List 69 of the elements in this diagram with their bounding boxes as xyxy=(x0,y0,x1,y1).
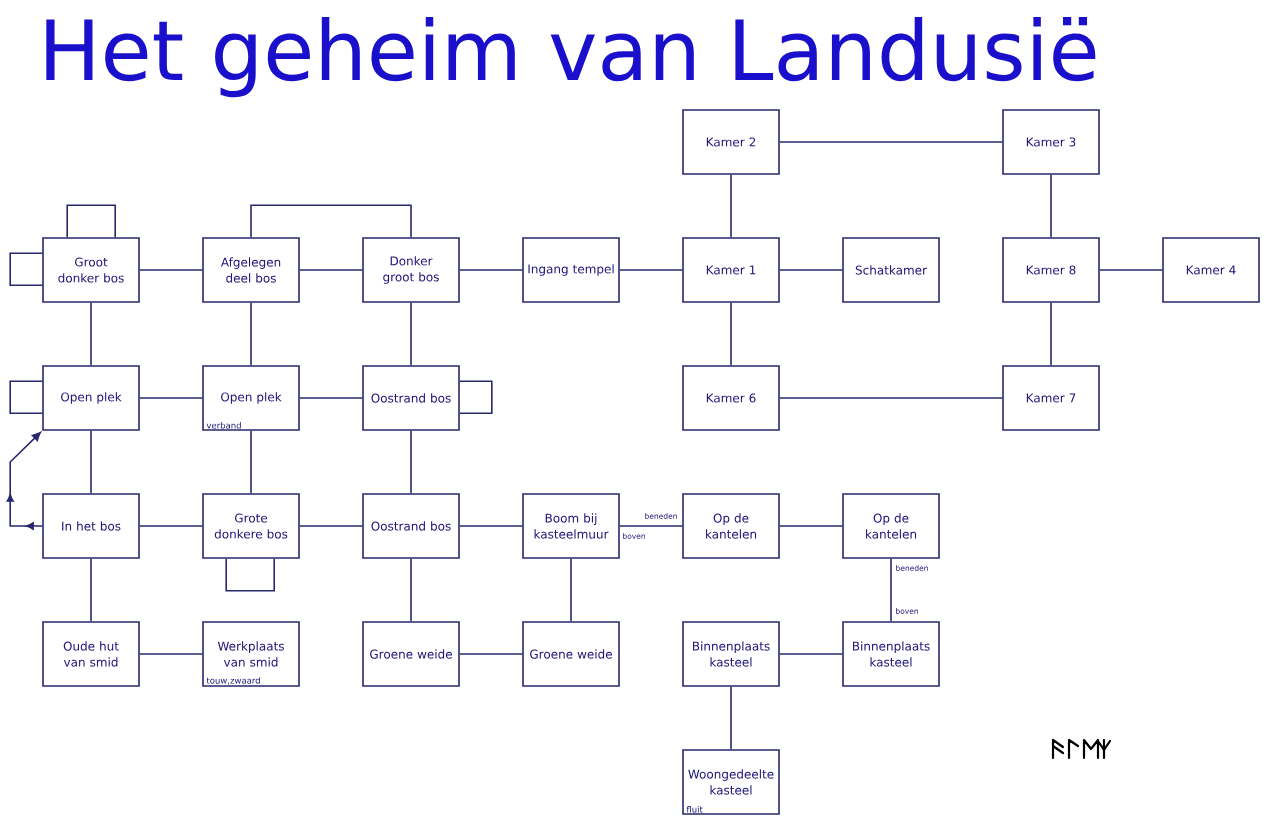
room-box: Groene weide xyxy=(362,621,460,687)
path-line xyxy=(139,653,203,655)
room-box: Oostrand bos xyxy=(362,493,460,559)
room-box: Donker groot bos xyxy=(362,237,460,303)
room-box: Kamer 4 xyxy=(1162,237,1260,303)
room-box: Kamer 3 xyxy=(1002,109,1100,175)
room-box: Kamer 7 xyxy=(1002,365,1100,431)
path-line xyxy=(410,558,412,622)
path-line xyxy=(779,525,843,527)
path-line xyxy=(410,302,412,366)
path-line xyxy=(139,269,203,271)
loop-line xyxy=(9,380,43,414)
loop-line xyxy=(225,558,275,592)
path-line xyxy=(459,653,523,655)
path-line xyxy=(459,269,523,271)
path-line xyxy=(779,269,843,271)
path-line xyxy=(139,397,203,399)
item-text: fluit xyxy=(686,806,703,813)
room-box: Boom bij kasteelmuur xyxy=(522,493,620,559)
room-box: Binnenplaats kasteel xyxy=(842,621,940,687)
path-line xyxy=(299,397,363,399)
path-line xyxy=(1050,302,1052,366)
path-line xyxy=(570,558,572,622)
path-line xyxy=(250,430,252,494)
path-line xyxy=(890,558,892,622)
path-line xyxy=(90,558,92,622)
room-box: Grote donkere bos xyxy=(202,493,300,559)
room-box: Groot donker bos xyxy=(42,237,140,303)
item-text: touw,zwaard xyxy=(206,677,260,685)
path-line xyxy=(619,525,683,527)
room-box: Open plek xyxy=(42,365,140,431)
loop-line xyxy=(9,252,43,286)
item-text: verband xyxy=(206,422,241,429)
path-line xyxy=(779,397,1003,399)
room-box: Ingang tempel xyxy=(522,237,620,303)
room-box: Oostrand bos xyxy=(362,365,460,431)
room-box: Oude hut van smid xyxy=(42,621,140,687)
path-line xyxy=(299,269,363,271)
path-line xyxy=(299,525,363,527)
path-line xyxy=(250,302,252,366)
title: Het geheim van Landusië xyxy=(46,16,1096,98)
room-box: Kamer 2 xyxy=(682,109,780,175)
room-box: Kamer 1 xyxy=(682,237,780,303)
arrow xyxy=(6,431,43,530)
path-line xyxy=(1050,174,1052,238)
room-box: Binnenplaats kasteel xyxy=(682,621,780,687)
room-box: In het bos xyxy=(42,493,140,559)
path-line xyxy=(90,430,92,494)
room-box: Kamer 6 xyxy=(682,365,780,431)
path-line xyxy=(1099,269,1163,271)
room-box: Schatkamer xyxy=(842,237,940,303)
path-line xyxy=(730,302,732,366)
loop-line xyxy=(66,204,116,238)
room-box: Groene weide xyxy=(522,621,620,687)
path-line xyxy=(459,525,523,527)
path-line xyxy=(90,302,92,366)
room-box: Kamer 8 xyxy=(1002,237,1100,303)
path-line xyxy=(410,430,412,494)
path-line xyxy=(250,204,412,238)
path-line xyxy=(139,525,203,527)
room-box: Op de kantelen xyxy=(682,493,780,559)
room-box: Afgelegen deel bos xyxy=(202,237,300,303)
loop-line xyxy=(459,380,493,414)
path-line xyxy=(730,174,732,238)
path-line xyxy=(779,141,1003,143)
path-line xyxy=(619,269,683,271)
path-line xyxy=(779,653,843,655)
path-line xyxy=(730,686,732,750)
room-box: Op de kantelen xyxy=(842,493,940,559)
